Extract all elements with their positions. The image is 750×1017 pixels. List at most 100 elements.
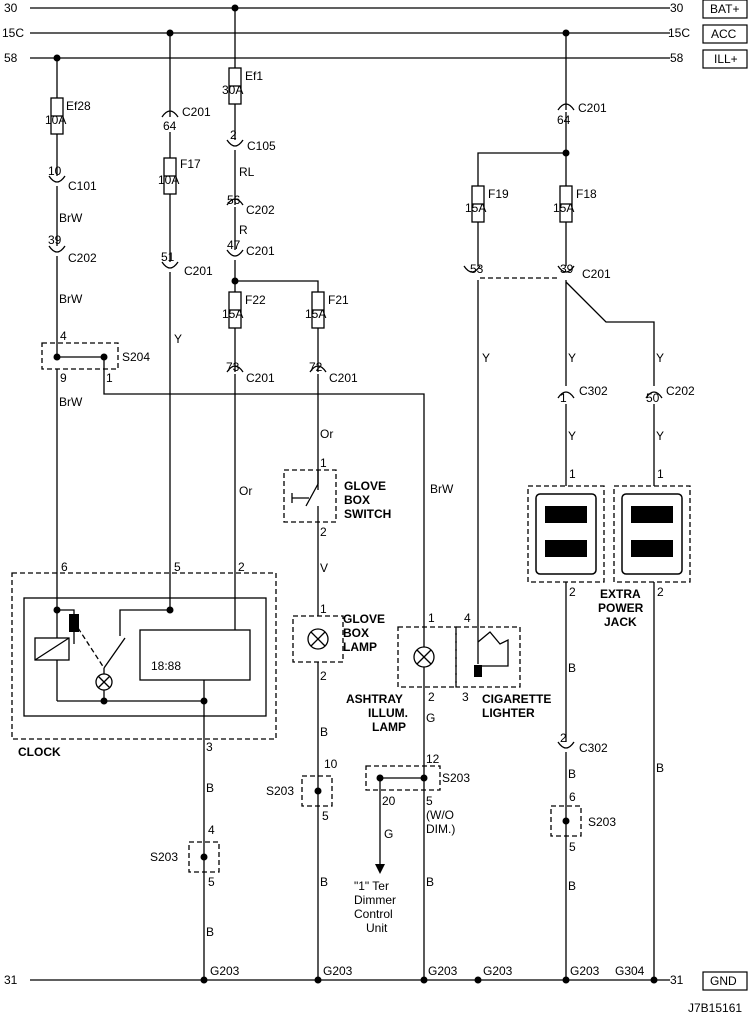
pin-50: 50 [646, 391, 660, 405]
pin-5-clock: 5 [174, 560, 181, 574]
dimmer-note-4: Unit [366, 921, 388, 935]
pin-12-s203: 12 [426, 752, 440, 766]
clock-display-digits: 18:88 [151, 659, 181, 673]
fuse-f17-amp: 10A [158, 173, 179, 187]
rail-acc: 15C 15C ACC [2, 24, 748, 44]
wire-g-dimmer: G [384, 827, 393, 841]
pin-72: 72 [309, 360, 323, 374]
bat-branch: Ef1 30A 2 C105 RL 56 C202 R 47 C201 F22 … [222, 8, 358, 610]
dimmer-note-3: Control [354, 907, 393, 921]
conn-c101: C101 [68, 179, 97, 193]
power-jack-label-3: JACK [604, 615, 637, 629]
clock-label: CLOCK [18, 745, 61, 759]
pin-3-lighter: 3 [462, 690, 469, 704]
pin-2-ashtray: 2 [428, 690, 435, 704]
splice-s204 [41, 342, 119, 370]
cigarette-lighter: 4 3 CIGARETTE LIGHTER [455, 611, 551, 720]
conn-c201-c: C201 [246, 244, 275, 258]
wire-y-jack1: Y [568, 351, 576, 365]
wire-v: V [320, 561, 328, 575]
ashtray-illum-lamp: 1 2 ASHTRAY ILLUM. LAMP [346, 611, 457, 734]
pin-39: 39 [48, 233, 62, 247]
pin-2-clock: 2 [238, 560, 245, 574]
conn-s203-b: S203 [266, 784, 294, 798]
ground-g304: G304 [615, 964, 645, 978]
fuse-ef1-amp: 30A [222, 83, 243, 97]
acc-branch-right: 64 C201 F19 15A F18 15A 53 39 C201 Y Y Y… [463, 33, 695, 664]
ground-g203-2: G203 [323, 964, 353, 978]
pin-4-s203-a: 4 [208, 823, 215, 837]
wire-b-clock-2: B [206, 925, 214, 939]
rail-bat-number-right: 30 [670, 1, 684, 15]
fuse-f22-name: F22 [245, 293, 266, 307]
dimmer-note-1: "1" Ter [354, 879, 389, 893]
dimmer-note: "1" Ter Dimmer Control Unit [354, 879, 396, 935]
pin-6-s203: 6 [569, 790, 576, 804]
pin-64-b: 64 [557, 113, 571, 127]
ground-g203-4: G203 [483, 964, 513, 978]
glove-box-lamp-label-2: BOX [343, 626, 369, 640]
wire-b-jack2: B [656, 761, 664, 775]
pin-1-ashtray: 1 [428, 611, 435, 625]
pin-56: 56 [227, 193, 241, 207]
pin-5-s203-b: 5 [322, 809, 329, 823]
note-wo-dim-2: DIM.) [426, 822, 455, 836]
pin-2-c302-b: 2 [560, 731, 567, 745]
cigarette-label-1: CIGARETTE [482, 692, 551, 706]
conn-c202-c: C202 [666, 384, 695, 398]
ashtray-label-1: ASHTRAY [346, 692, 403, 706]
conn-s203-c: S203 [442, 771, 470, 785]
ground-g203-3: G203 [428, 964, 458, 978]
fuse-f19-amp: 15A [465, 201, 486, 215]
glove-box-lamp-label-3: LAMP [343, 640, 377, 654]
wire-g-ashtray: G [426, 711, 435, 725]
glove-box-switch-label-3: SWITCH [344, 507, 391, 521]
wire-b-jack1-b: B [568, 767, 576, 781]
fuse-ef1-name: Ef1 [245, 69, 263, 83]
pin-51: 51 [161, 250, 175, 264]
glove-box-switch-label-2: BOX [344, 493, 370, 507]
pin-2-c105: 2 [230, 128, 237, 142]
wire-b-jack1-c: B [568, 879, 576, 893]
wire-brw-ashtray: BrW [430, 482, 454, 496]
fuse-f19-name: F19 [488, 187, 509, 201]
pin-4-lighter: 4 [464, 611, 471, 625]
conn-c302-b: C302 [579, 741, 608, 755]
wire-r: R [239, 223, 248, 237]
pin-5-s203-d: 5 [569, 840, 576, 854]
wire-brw-3: BrW [59, 395, 83, 409]
conn-c105: C105 [247, 139, 276, 153]
pin-5-s203-c: 5 [426, 794, 433, 808]
rail-ill-number: 58 [4, 51, 18, 65]
ground-g203-5: G203 [570, 964, 600, 978]
pin-10-s203: 10 [324, 757, 338, 771]
conn-c302-a: C302 [579, 384, 608, 398]
pin-4-s204: 4 [60, 329, 67, 343]
wire-y-jack1-b: Y [568, 429, 576, 443]
cigarette-label-2: LIGHTER [482, 706, 535, 720]
pin-53: 53 [470, 262, 484, 276]
fuse-f18-amp: 15A [553, 201, 574, 215]
wire-b-lamp: B [320, 725, 328, 739]
glove-box-switch-label-1: GLOVE [344, 479, 386, 493]
pin-1-lamp: 1 [320, 602, 327, 616]
rail-acc-number: 15C [2, 26, 24, 40]
pin-47: 47 [227, 238, 241, 252]
arrow-down-icon [375, 864, 385, 874]
pin-73: 73 [226, 360, 240, 374]
splice-s203-d: 6 5 S203 [550, 790, 616, 854]
pin-1-jack2: 1 [657, 467, 664, 481]
rail-gnd-number-right: 31 [670, 973, 684, 987]
fuse-f21-name: F21 [328, 293, 349, 307]
power-jack-label-2: POWER [598, 601, 644, 615]
conn-s204: S204 [122, 350, 150, 364]
rail-bat-number: 30 [4, 1, 18, 15]
wire-y-jack2-b: Y [656, 429, 664, 443]
pin-64-a: 64 [163, 119, 177, 133]
conn-c201-f: C201 [578, 101, 607, 115]
pin-5-s203-a: 5 [208, 875, 215, 889]
fuse-f18-name: F18 [576, 187, 597, 201]
glove-box-switch: 1 2 GLOVE BOX SWITCH [283, 456, 391, 539]
conn-s203-d: S203 [588, 815, 616, 829]
